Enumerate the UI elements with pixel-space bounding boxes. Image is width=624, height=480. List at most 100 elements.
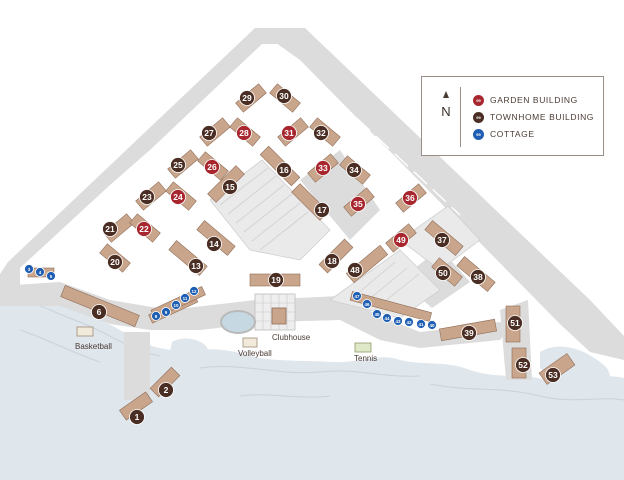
building-number: 24 (173, 192, 183, 202)
cottage-marker-icon (404, 317, 414, 327)
volleyball-court (242, 337, 258, 348)
building-marker-47[interactable]: 47 (352, 291, 362, 301)
building-marker-44[interactable]: 44 (382, 313, 392, 323)
building-marker-16[interactable]: 16 (276, 162, 292, 178)
building-marker-15[interactable]: 15 (222, 179, 238, 195)
building-marker-46[interactable]: 46 (362, 299, 372, 309)
building-marker-6[interactable]: 6 (91, 304, 107, 320)
townhome-marker-icon: 99 (473, 111, 484, 123)
building-number: 40 (429, 323, 435, 328)
building-marker-28[interactable]: 28 (236, 125, 252, 141)
building-number: 4 (39, 270, 42, 275)
building-number: 47 (354, 294, 360, 299)
building-marker-52[interactable]: 52 (515, 357, 531, 373)
building-marker-20[interactable]: 20 (107, 254, 123, 270)
building-marker-14[interactable]: 14 (206, 236, 222, 252)
building-marker-42[interactable]: 42 (404, 317, 414, 327)
building-marker-17[interactable]: 17 (314, 202, 330, 218)
clubhouse-label: Clubhouse (272, 333, 311, 342)
building-marker-12[interactable]: 12 (189, 286, 199, 296)
building-number: 42 (406, 320, 412, 325)
townhome-marker-icon (507, 315, 523, 331)
building-marker-48[interactable]: 48 (347, 262, 363, 278)
building-number: 15 (225, 182, 235, 192)
building-marker-8[interactable]: 8 (151, 311, 161, 321)
building-marker-43[interactable]: 43 (393, 316, 403, 326)
building-number: 44 (384, 316, 390, 321)
townhome-marker-icon (107, 254, 123, 270)
building-number: 3 (28, 267, 31, 272)
building-marker-26[interactable]: 26 (204, 159, 220, 175)
townhome-marker-icon (324, 253, 340, 269)
townhome-marker-icon (470, 269, 486, 285)
building-marker-1[interactable]: 1 (129, 409, 145, 425)
townhome-marker-icon (102, 221, 118, 237)
building-number: 17 (317, 205, 327, 215)
building-marker-40[interactable]: 40 (427, 320, 437, 330)
building-marker-39[interactable]: 39 (461, 325, 477, 341)
building-marker-10[interactable]: 10 (171, 300, 181, 310)
basketball-label: Basketball (75, 342, 112, 351)
building-marker-18[interactable]: 18 (324, 253, 340, 269)
building-marker-35[interactable]: 35 (350, 196, 366, 212)
building-marker-4[interactable]: 4 (35, 267, 45, 277)
building-marker-3[interactable]: 3 (24, 264, 34, 274)
townhome-marker-icon (346, 162, 362, 178)
building-marker-49[interactable]: 49 (393, 232, 409, 248)
building-marker-31[interactable]: 31 (281, 125, 297, 141)
building-marker-5[interactable]: 5 (46, 271, 56, 281)
building-marker-32[interactable]: 32 (313, 125, 329, 141)
building-marker-19[interactable]: 19 (268, 272, 284, 288)
building-number: 6 (97, 307, 102, 317)
building-number: 34 (349, 165, 359, 175)
building-marker-38[interactable]: 38 (470, 269, 486, 285)
cottage-marker-icon (393, 316, 403, 326)
building-marker-51[interactable]: 51 (507, 315, 523, 331)
building-marker-41[interactable]: 41 (416, 319, 426, 329)
building-marker-13[interactable]: 13 (188, 258, 204, 274)
building-marker-37[interactable]: 37 (434, 232, 450, 248)
building-marker-29[interactable]: 29 (239, 90, 255, 106)
building-marker-22[interactable]: 22 (136, 221, 152, 237)
north-label: N (441, 104, 451, 119)
building-number: 22 (139, 224, 149, 234)
clubhouse-building (271, 307, 287, 325)
cottage-marker-icon (362, 299, 372, 309)
garden-marker-icon (402, 190, 418, 206)
building-marker-21[interactable]: 21 (102, 221, 118, 237)
building-marker-24[interactable]: 24 (170, 189, 186, 205)
cottage-marker-icon (427, 320, 437, 330)
garden-marker-icon (393, 232, 409, 248)
legend-label-townhome: TOWNHOME BUILDING (490, 112, 595, 122)
building-marker-30[interactable]: 30 (276, 88, 292, 104)
building-number: 36 (405, 193, 415, 203)
building-marker-34[interactable]: 34 (346, 162, 362, 178)
garden-marker-icon (236, 125, 252, 141)
townhome-marker-icon (515, 357, 531, 373)
building-number: 20 (110, 257, 120, 267)
building-marker-45[interactable]: 45 (372, 309, 382, 319)
amenity-labels: Basketball Volleyball Clubhouse Tennis (75, 333, 377, 363)
building-marker-53[interactable]: 53 (545, 367, 561, 383)
garden-marker-icon (350, 196, 366, 212)
building-number: 13 (191, 261, 201, 271)
building-marker-23[interactable]: 23 (139, 189, 155, 205)
building-marker-50[interactable]: 50 (435, 265, 451, 281)
building-marker-2[interactable]: 2 (158, 382, 174, 398)
building-number: 50 (438, 268, 448, 278)
garden-marker-icon: 99 (473, 94, 484, 106)
building-marker-33[interactable]: 33 (315, 160, 331, 176)
building-number: 52 (518, 360, 528, 370)
building-number: 33 (318, 163, 328, 173)
building-marker-9[interactable]: 9 (161, 307, 171, 317)
building-number: 27 (204, 128, 214, 138)
building-number: 8 (155, 314, 158, 319)
building-marker-27[interactable]: 27 (201, 125, 217, 141)
building-number: 30 (279, 91, 289, 101)
building-marker-36[interactable]: 36 (402, 190, 418, 206)
building-number: 23 (142, 192, 152, 202)
map-legend: N 99 GARDEN BUILDING 99 TOWNHOME BUILDIN… (421, 76, 604, 156)
building-number: 26 (207, 162, 217, 172)
building-marker-11[interactable]: 11 (180, 293, 190, 303)
building-marker-25[interactable]: 25 (170, 157, 186, 173)
